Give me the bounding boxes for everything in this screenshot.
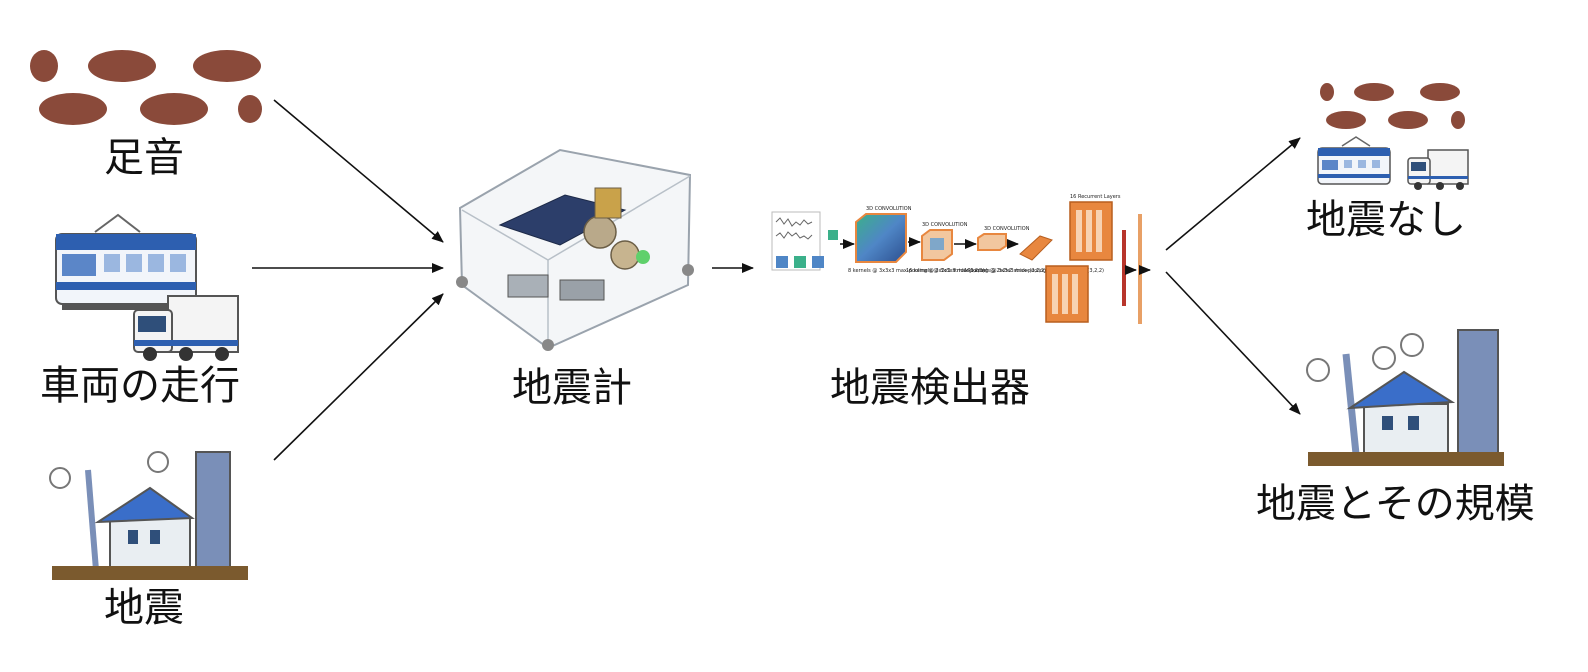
stage-label: 3D CONVOLUTION — [866, 206, 912, 212]
stage-note: 16 kernels @ 3x3x3 max-pooling @ 2x2x2 s… — [906, 268, 1046, 274]
earthquake-icon-large — [1306, 329, 1504, 466]
seismometer-image — [456, 148, 694, 351]
train-icon-small — [1317, 136, 1391, 185]
label-detector: 地震検出器 — [830, 365, 1030, 411]
footsteps-icon — [30, 50, 262, 125]
arrow-footsteps — [273, 99, 444, 243]
stage-label: 3D CONVOLUTION — [922, 222, 968, 228]
stage-note: 16 kernels @ 3x3x3 max-pooling @ 3x2x2 s… — [964, 268, 1104, 274]
stage-label: 16 Recurrent Layers — [1070, 194, 1121, 200]
stage-note: 8 kernels @ 3x3x3 max-pooling @ 3x2x1 st… — [848, 268, 985, 274]
label-vehicles: 車両の走行 — [40, 363, 240, 409]
arrow-earthquake — [273, 293, 444, 461]
label-seismometer: 地震計 — [512, 365, 632, 411]
label-earthquake: 地震 — [104, 585, 184, 631]
train-icon — [55, 213, 197, 310]
arrow-to-quake — [1165, 271, 1301, 415]
label-no-earthquake: 地震なし — [1306, 197, 1466, 243]
truck-icon — [133, 295, 239, 361]
label-footsteps: 足音 — [104, 135, 184, 181]
earthquake-icon — [49, 451, 248, 580]
stage-label: 3D CONVOLUTION — [984, 226, 1030, 232]
truck-icon-small — [1407, 149, 1469, 190]
label-earthquake-magnitude: 地震とその規模 — [1256, 481, 1535, 527]
footsteps-icon-small — [1320, 83, 1465, 129]
arrow-to-no-quake — [1165, 137, 1301, 251]
network-diagram: 3D CONVOLUTION 8 kernels @ 3x3x3 max-poo… — [771, 194, 1151, 324]
